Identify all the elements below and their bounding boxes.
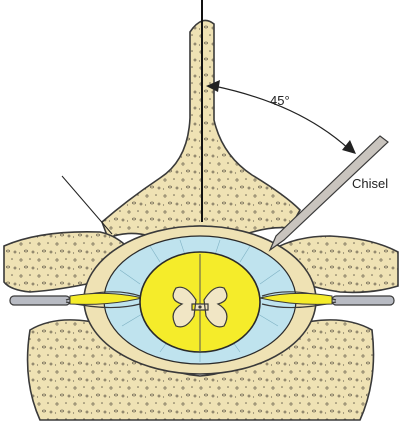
arc-arrowhead-left (206, 80, 220, 92)
chisel (268, 135, 389, 252)
nerve-roots (9, 291, 395, 309)
central-canal (198, 305, 202, 309)
chisel-label: Chisel (352, 176, 389, 191)
angle-arc (213, 85, 351, 151)
pointer-line (61, 175, 113, 235)
arc-arrowhead-right (342, 140, 356, 154)
angle-label: 45° (270, 93, 290, 108)
